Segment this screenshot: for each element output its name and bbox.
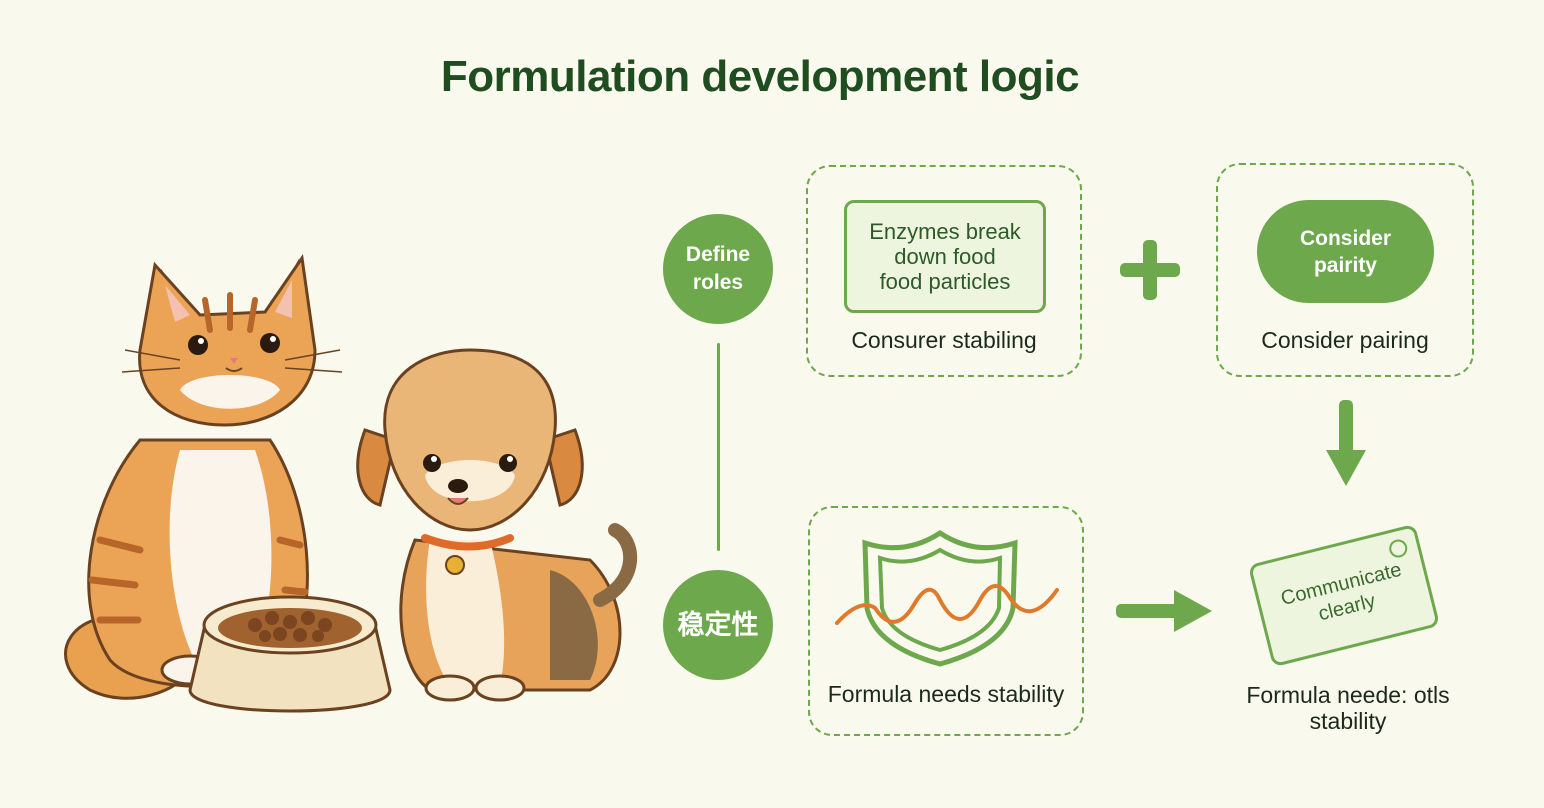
step-stability: 稳定性 [663,570,773,680]
arrow-down-icon [1326,400,1366,486]
step-define-roles: Define roles [663,214,773,324]
tag-icon [1387,537,1410,560]
stability-caption: Formula needs stability [827,681,1065,707]
communicate-tag: Communicate clearly [1247,523,1441,668]
enzymes-box [806,165,1082,377]
shield-icon [835,530,1059,667]
stability-box [808,506,1084,736]
page-title: Formulation development logic [440,52,1080,101]
communicate-tag-label: Communicate clearly [1278,558,1404,625]
pairing-pill: Consider pairity [1257,200,1434,303]
communicate-caption-line1: Formula neede: otls [1246,682,1450,708]
connector-line [717,343,720,551]
enzymes-caption: Consurer stabiling [851,327,1037,353]
cat-dog-food-illustration [64,253,638,713]
communicate-caption-line2: stability [1309,708,1387,734]
arrow-right-icon [1116,590,1212,632]
enzymes-inner-box: Enzymes break down food food particles [844,200,1046,313]
step-define-roles-label: Define roles [685,243,751,294]
plus-icon [1120,240,1180,300]
pairing-caption: Consider pairing [1261,327,1429,353]
step-stability-label: 稳定性 [677,610,759,640]
pairing-box [1216,163,1474,377]
